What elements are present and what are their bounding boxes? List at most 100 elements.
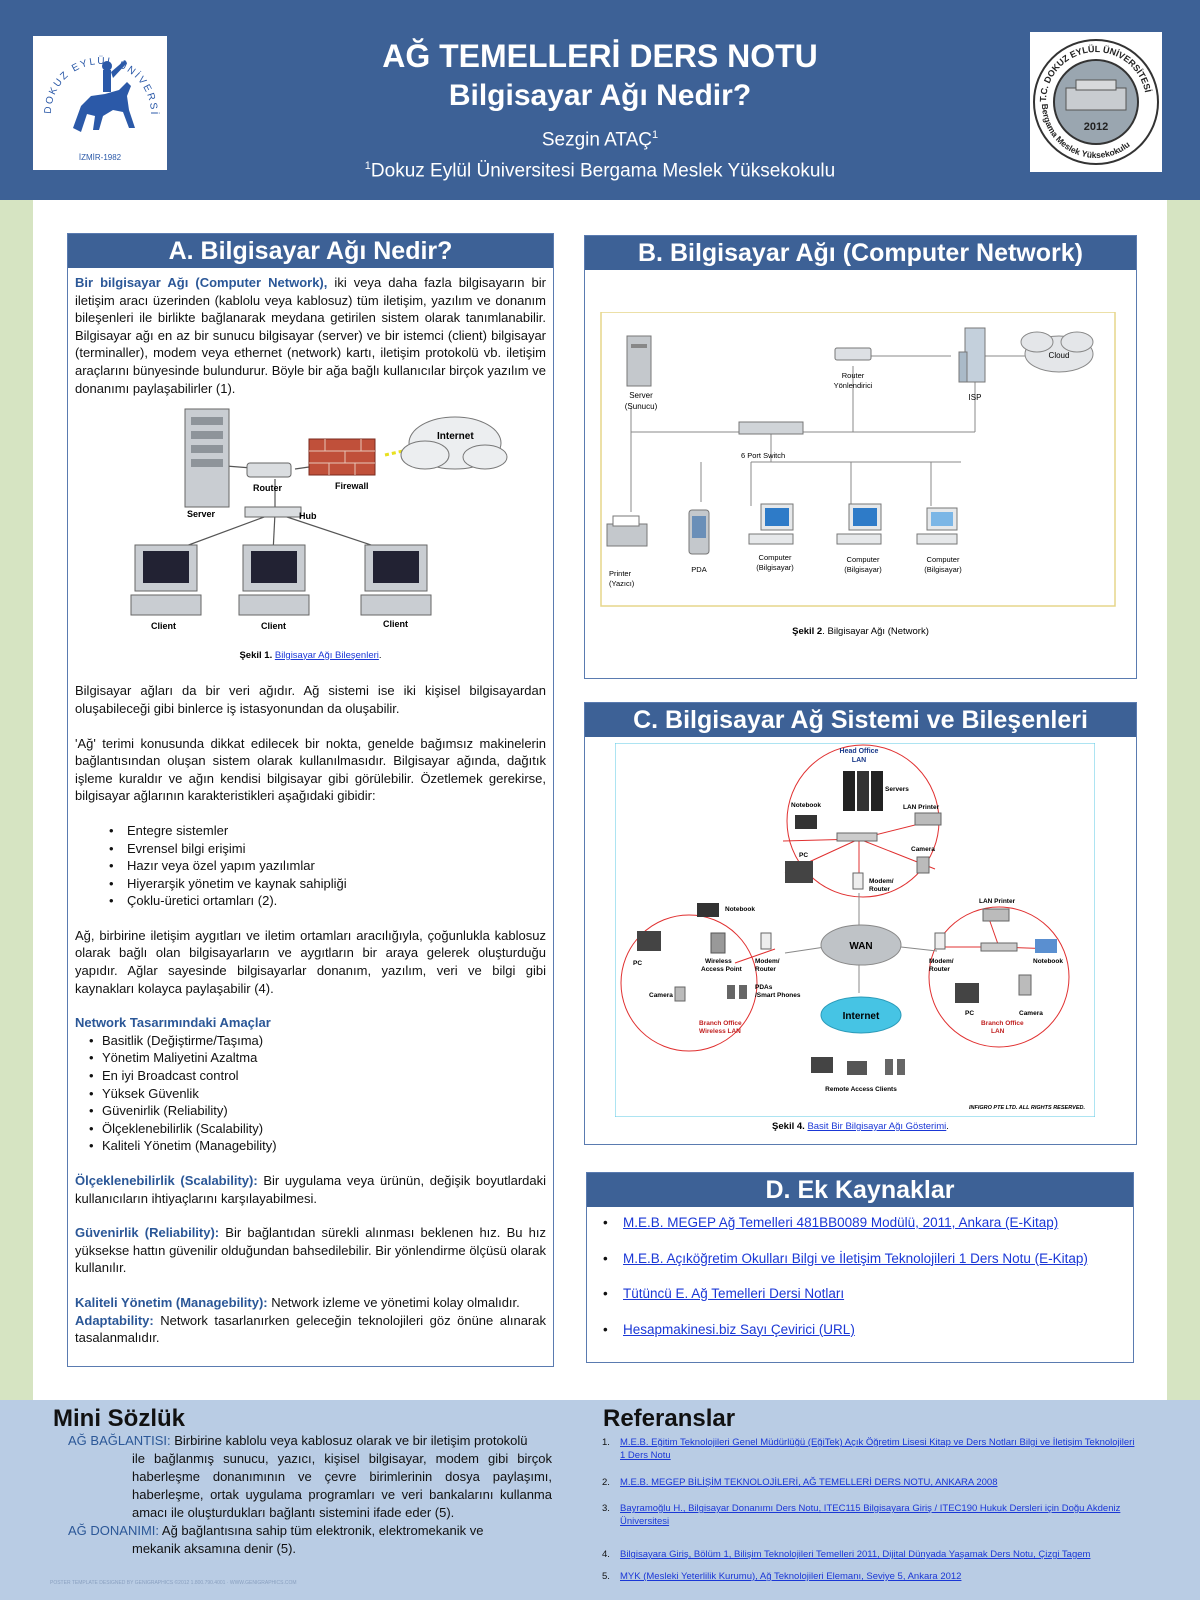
fig4-pc-label: PC [799,852,808,859]
fig2-pda-label: PDA [691,565,706,574]
fig2-router-tr-label: Yönlendirici [834,381,873,390]
resource-link[interactable]: M.E.B. Açıköğretim Okulları Bilgi ve İle… [623,1250,1088,1266]
author-sup: 1 [652,129,659,141]
author-name: Sezgin ATAÇ [541,129,653,151]
reference-link[interactable]: M.E.B. Eğitim Teknolojileri Genel Müdürl… [620,1437,1135,1461]
section-d-heading: D. Ek Kaynaklar [587,1173,1133,1207]
glossary-title: Mini Sözlük [53,1405,185,1432]
resource-item: M.E.B. MEGEP Ağ Temelleri 481BB0089 Modü… [599,1213,1121,1249]
figure-2: Server (Sunucu) Router Yönlendirici ISP … [591,311,1121,613]
modem-icon [934,932,946,950]
intro-term: Bir bilgisayar Ağı (Computer Network), [75,275,328,290]
printer-icon [914,812,942,826]
fig4-notebook-label: Notebook [725,906,755,913]
fig1-internet-label: Internet [437,431,474,442]
fig4-router-label: Router [929,966,950,973]
figure-1-link[interactable]: Bilgisayar Ağı Bileşenleri [274,649,379,661]
section-d: D. Ek Kaynaklar M.E.B. MEGEP Ağ Temeller… [586,1172,1134,1363]
cloud-icon [1020,331,1094,373]
reference-link[interactable]: MYK (Mesleki Yeterlilik Kurumu), Ağ Tekn… [620,1571,962,1582]
list-item: Ölçeklenebilirlik (Scalability) [89,1120,546,1138]
fig2-server-label: Server [629,391,653,400]
client-computer-icon [130,544,202,616]
reference-number: 5. [602,1571,610,1582]
glossary: AĞ BAĞLANTISI: Birbirine kablolu veya ka… [68,1432,552,1558]
glossary-definition: Birbirine kablolu veya kablosuz olarak v… [170,1433,528,1448]
fig4-wireless-lan-label: Wireless LAN [699,1028,741,1035]
fig1-server-label: Server [187,509,216,519]
pda-icon [727,985,747,999]
reference-item: 3.Bayramoğlu H., Bilgisayar Donanımı Der… [602,1502,1142,1528]
list-item: Entegre sistemler [109,822,546,840]
reference-link[interactable]: Bayramoğlu H., Bilgisayar Donanımı Ders … [620,1503,1121,1527]
poster-footer [0,1400,1200,1600]
notebook-icon [795,815,817,829]
fig4-pc-label: PC [965,1010,974,1017]
fig4-lan-label: LAN [991,1028,1005,1035]
fig4-router-label: Router [869,886,890,893]
fig4-lan-printer-label: LAN Printer [903,804,940,811]
fig4-internet-label: Internet [843,1011,880,1022]
fig4-remote-label: Remote Access Clients [825,1086,897,1093]
glossary-definition: Ağ bağlantısına sahip tüm elektronik, el… [159,1523,484,1538]
switch-icon [836,832,878,842]
resource-item: Tütüncü E. Ağ Temelleri Dersi Notları [599,1284,1121,1320]
switch-icon [738,421,804,435]
fig2-printer-label: Printer [609,569,632,578]
glossary-definition-cont: mekanik aksamına denir (5). [132,1541,297,1556]
fig4-wireless-label: Wireless [705,958,732,965]
affiliation-line: 1Dokuz Eylül Üniversitesi Bergama Meslek… [200,153,1000,184]
adaptability-term: Adaptability: [75,1312,154,1328]
scalability-text: Bir uygulama veya ürünün, değişik boyutl… [75,1173,546,1206]
pda-icon [688,509,710,555]
printer-icon [606,515,648,547]
fig4-branch-office-label: Branch Office [981,1020,1024,1027]
pc-icon [955,983,979,1003]
hub-icon [244,506,302,518]
university-logo-left: DOKUZ EYLÜL ÜNİVERSİTESİ İZMİR-1982 [29,26,167,170]
notebook-icon [1035,939,1057,953]
reference-link[interactable]: M.E.B. MEGEP BİLİŞİM TEKNOLOJİLERİ, AĞ T… [620,1477,998,1488]
client-computer-icon [360,544,432,616]
remote-client-icon [811,1057,905,1075]
reliability-term: Güvenirlik (Reliability): [75,1225,220,1241]
fig2-computer-tr-label: (Bilgisayar) [756,563,794,572]
goals-list: Basitlik (Değiştirme/Taşıma) Yönetim Mal… [89,1032,546,1155]
fig4-modem-label: Modem/ [869,878,894,885]
server-icon [626,335,652,387]
resource-link[interactable]: Tütüncü E. Ağ Temelleri Dersi Notları [623,1286,845,1301]
glossary-term: AĞ BAĞLANTISI: [68,1433,171,1448]
figure-1: Server Router Firewall Intern [75,403,546,664]
list-item: Güvenirlik (Reliability) [89,1102,546,1120]
fig4-pc-label: PC [633,960,642,967]
fig2-server-tr-label: (Sunucu) [625,402,658,411]
intro-text: iki veya daha fazla bilgisayarın bir ile… [75,275,546,396]
affiliation: Dokuz Eylül Üniversitesi Bergama Meslek … [370,160,836,182]
section-a-intro: Bir bilgisayar Ağı (Computer Network), i… [75,274,546,397]
scalability-definition: Ölçeklenebilirlik (Scalability): Bir uyg… [75,1172,546,1207]
poster-title: AĞ TEMELLERİ DERS NOTU [382,38,818,74]
reference-item: 4.Bilgisayara Giriş, Bölüm 1, Bilişim Te… [602,1548,1142,1561]
fig4-lan-label: LAN [852,757,866,764]
computer-icon [916,507,958,545]
fig2-cloud-label: Cloud [1049,351,1070,360]
glossary-term: AĞ DONANIMI: [68,1523,160,1538]
reference-link[interactable]: Bilgisayara Giriş, Bölüm 1, Bilişim Tekn… [620,1549,1091,1560]
fig1-client-label: Client [383,619,408,629]
fig4-modem-label: Modem/ [755,958,780,965]
manageability-text: Network izleme ve yönetimi kolay olmalıd… [267,1294,520,1310]
pc-icon [637,931,661,951]
isp-building-icon [958,327,986,383]
resource-link[interactable]: M.E.B. MEGEP Ağ Temelleri 481BB0089 Modü… [623,1215,1059,1230]
figure-4-link[interactable]: Basit Bir Bilgisayar Ağı Gösterimi [807,1121,947,1132]
resource-link[interactable]: Hesapmakinesi.biz Sayı Çevirici (URL) [623,1321,855,1337]
section-a-p1: Bilgisayar ağları da bir veri ağıdır. Ağ… [75,683,546,716]
wireless-ap-icon [710,932,726,954]
section-a-p3: Ağ, birbirine iletişim aygıtları ve ilet… [75,927,546,996]
resource-item: M.E.B. Açıköğretim Okulları Bilgi ve İle… [599,1249,1121,1285]
fig2-isp-label: ISP [969,393,982,402]
reliability-definition: Güvenirlik (Reliability): Bir bağlantıda… [75,1224,546,1277]
figure-4-end: . [946,1121,949,1132]
section-a: A. Bilgisayar Ağı Nedir? Bir bilgisayar … [67,233,554,1367]
fig2-computer-label: Computer [847,555,880,564]
